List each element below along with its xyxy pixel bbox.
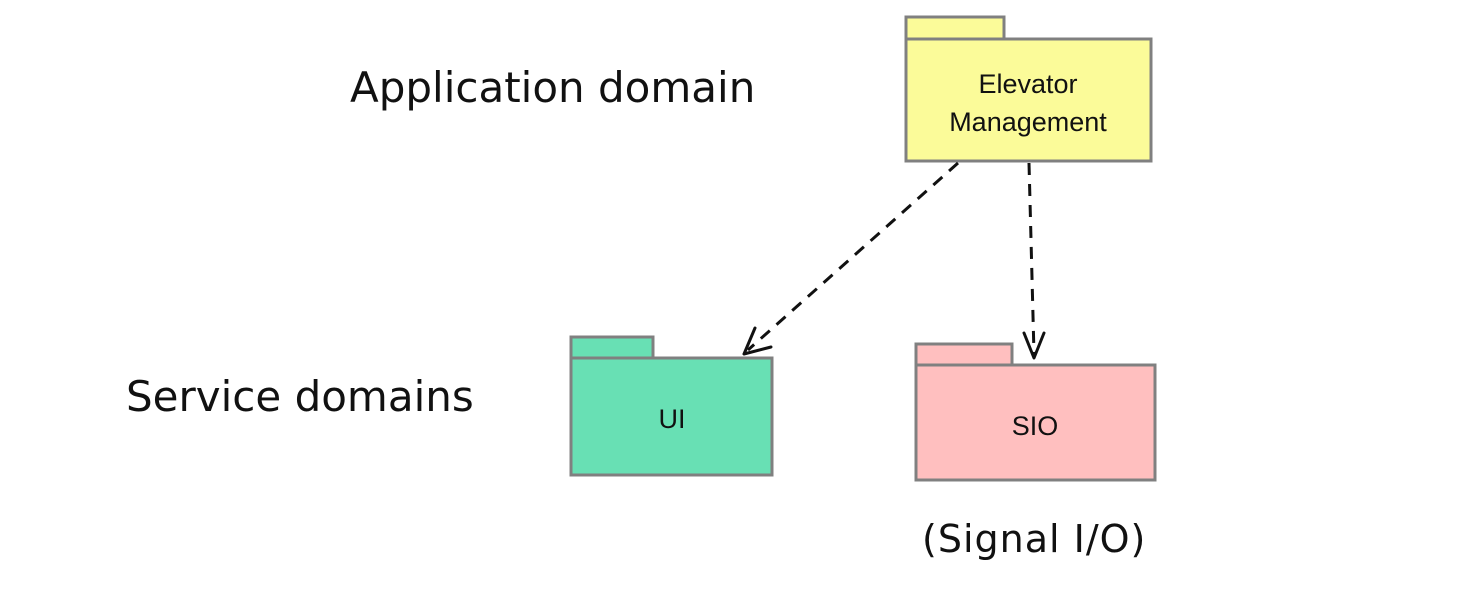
dependency-line-to-ui [747,161,959,352]
dependency-arrow-to-ui [742,161,959,356]
arrowhead-to-sio [1022,331,1046,360]
sio-annotation: (Signal I/O) [922,517,1146,561]
sio-package-label: SIO [1012,411,1059,441]
ui-package-label: UI [659,404,686,434]
sio-package-body [914,363,1157,482]
service-domains-label: Service domains [126,372,474,421]
elevator-management-package[interactable]: Elevator Management [904,15,1153,163]
sio-package-tab [914,342,1014,367]
sio-package[interactable]: SIO [914,342,1157,482]
ui-package-tab [569,335,655,360]
application-domain-label: Application domain [350,63,755,112]
dependency-arrow-to-sio [1022,162,1046,360]
dependency-line-to-sio [1027,162,1036,355]
elevator-package-label-line1: Elevator [978,69,1077,99]
arrowhead-to-ui [742,326,773,356]
ui-package-body [569,356,774,477]
elevator-package-body [904,37,1153,163]
ui-package[interactable]: UI [569,335,774,477]
elevator-package-tab [904,15,1006,41]
elevator-package-label-line2: Management [949,107,1107,137]
